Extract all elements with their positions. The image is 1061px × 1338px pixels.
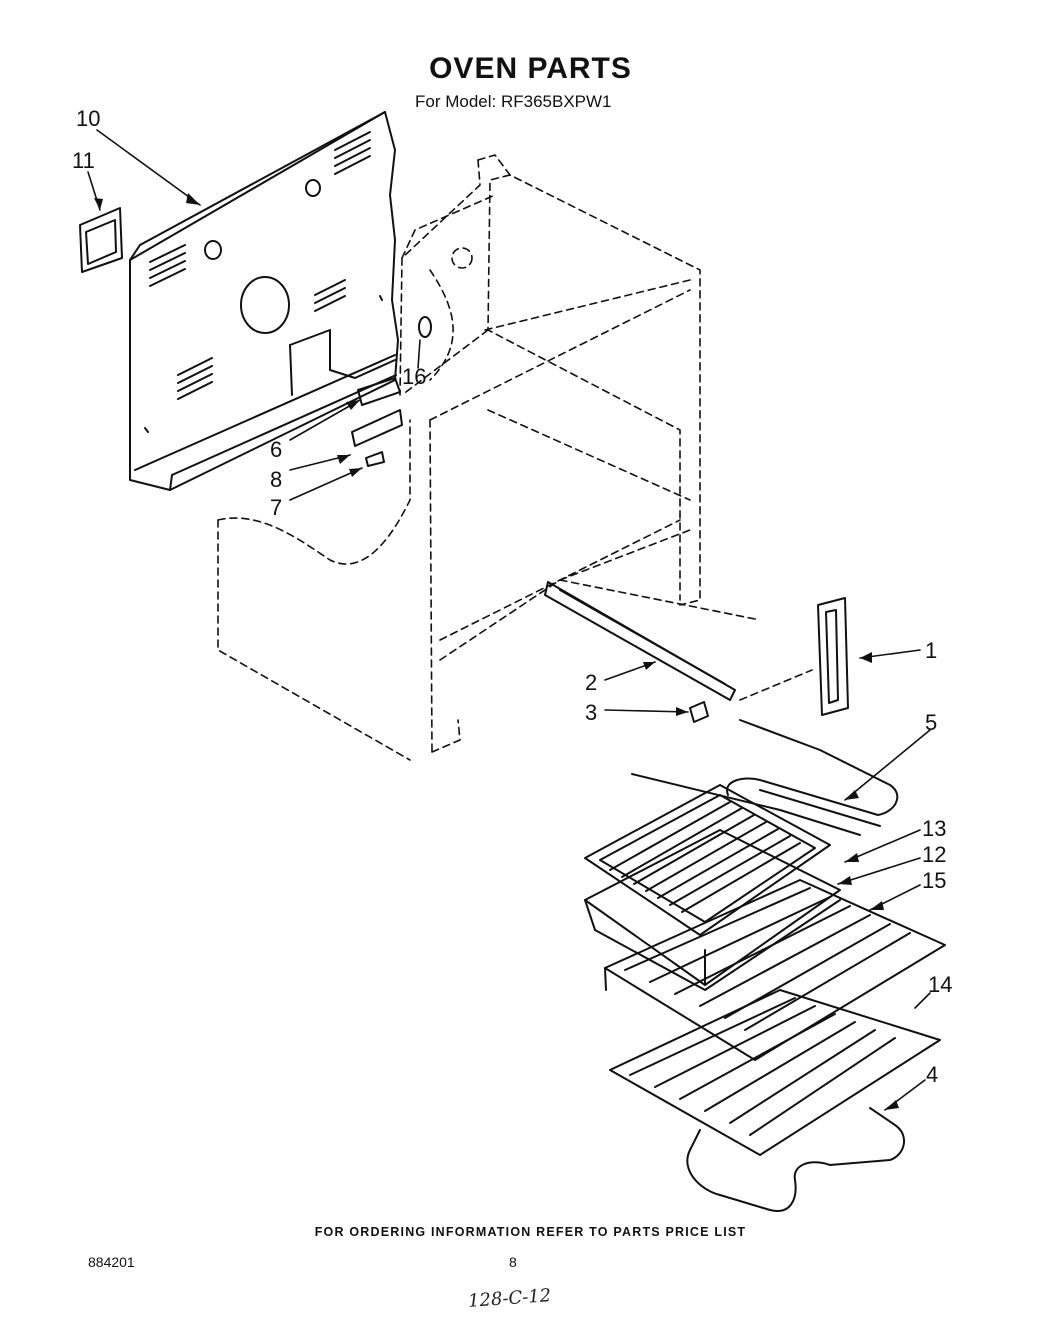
- leader-arrowheads: [94, 193, 899, 1110]
- callout-4: 4: [926, 1062, 938, 1087]
- callout-13: 13: [922, 816, 946, 841]
- part-15-rack: [604, 879, 946, 1061]
- document-number: 884201: [88, 1254, 135, 1270]
- callout-labels: 10 11 16 6 8 7 1 2 3 5 13 12 15 14 4: [72, 106, 952, 1087]
- callout-14: 14: [928, 972, 952, 997]
- callout-6: 6: [270, 437, 282, 462]
- model-subtitle: For Model: RF365BXPW1: [415, 92, 612, 111]
- callout-16: 16: [402, 364, 426, 389]
- callout-8: 8: [270, 467, 282, 492]
- leader-lines: [87, 129, 931, 1111]
- callout-2: 2: [585, 670, 597, 695]
- small-brackets: [351, 316, 432, 467]
- callout-15: 15: [922, 868, 946, 893]
- part-5-element: [631, 719, 899, 836]
- part-2-rail: [544, 581, 736, 701]
- part-14-rack: [609, 989, 941, 1156]
- callout-10: 10: [76, 106, 100, 131]
- callout-7: 7: [270, 495, 282, 520]
- part-11-cover: [79, 207, 123, 273]
- part-4-element: [686, 1107, 905, 1212]
- callout-12: 12: [922, 842, 946, 867]
- page-title: OVEN PARTS: [429, 52, 632, 85]
- ordering-note: FOR ORDERING INFORMATION REFER TO PARTS …: [314, 1225, 747, 1239]
- callout-1: 1: [925, 638, 937, 663]
- callout-3: 3: [585, 700, 597, 725]
- rear-panel: [129, 111, 399, 491]
- oven-cabinet: [217, 154, 813, 761]
- page-number: 8: [509, 1254, 517, 1270]
- callout-11: 11: [72, 148, 95, 173]
- part-3-clip: [689, 701, 709, 723]
- part-1-trim: [817, 597, 849, 716]
- callout-5: 5: [925, 710, 937, 735]
